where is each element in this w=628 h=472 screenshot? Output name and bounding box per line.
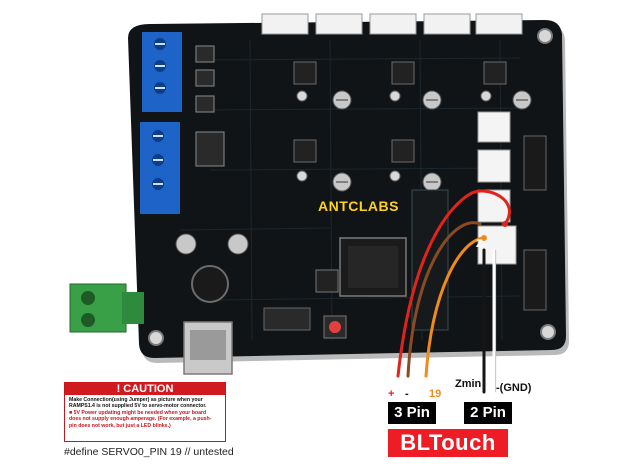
zmin-label: Zmin: [455, 378, 482, 390]
brand-label: ANTCLABS: [318, 198, 399, 214]
caution-text: Make Connection(using Jumper) as picture…: [65, 395, 225, 429]
caution-title: ! CAUTION: [65, 383, 225, 395]
three-pin-connector: 3 Pin: [388, 402, 436, 424]
mcu-chip: [339, 237, 407, 297]
gnd-label: -(GND): [496, 382, 532, 394]
warning-square-icon: ■: [69, 409, 74, 416]
zminus-label: Z-: [476, 238, 487, 250]
usb-port: [183, 321, 233, 375]
minus-label: -: [405, 388, 409, 400]
caution-line-5: pin does not work, but just a LED blinks…: [69, 422, 171, 429]
bltouch-banner: BLTouch: [388, 429, 508, 457]
caution-line-4: does not supply enough amperage. (For ex…: [69, 416, 212, 423]
caution-box: ! CAUTION Make Connection(using Jumper) …: [64, 382, 226, 442]
caution-line-3: 5V Power updating might be needed when y…: [73, 409, 207, 416]
wire-brown: [406, 221, 482, 378]
pin19-label: 19: [429, 388, 442, 400]
blue-terminal-top: [142, 32, 182, 112]
green-power-terminal: [69, 283, 144, 333]
caution-line-2: RAMPS1.4 is not supplied 5V to servo-mot…: [69, 403, 207, 410]
two-pin-connector: 2 Pin: [464, 402, 512, 424]
code-note: #define SERVO0_PIN 19 // untested: [64, 446, 234, 458]
plus-label: +: [388, 388, 395, 400]
blue-terminal-bottom: [140, 122, 180, 214]
wire-red: [396, 189, 511, 378]
caution-line-1: Make Connection(using Jumper) as picture…: [69, 397, 203, 403]
wire-orange: [424, 236, 486, 378]
